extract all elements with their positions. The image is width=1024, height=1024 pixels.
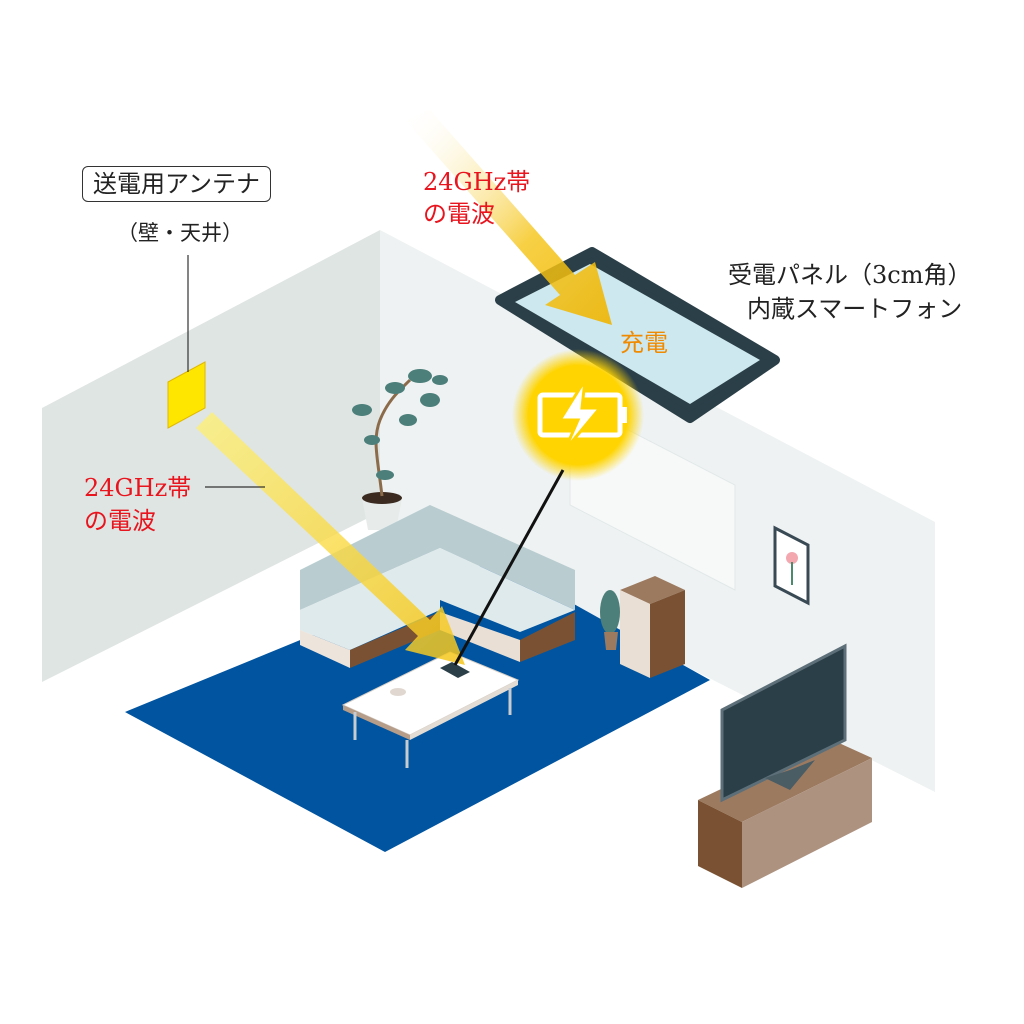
left-wall (42, 230, 380, 682)
wall-picture (773, 525, 810, 606)
transmitter-antenna (167, 361, 206, 429)
charging-pointer-line (453, 469, 565, 666)
dresser (600, 576, 685, 678)
charging-label: 充電 (620, 329, 668, 357)
small-phone-on-table (440, 662, 470, 678)
antenna-location-label: （壁・天井） (117, 221, 243, 245)
coffee-table (341, 651, 520, 768)
wave-top-line2: の電波 (423, 200, 495, 228)
potted-plant (352, 369, 448, 530)
receiver-label-line2: 内蔵スマートフォン (747, 295, 963, 323)
wave-left-line2: の電波 (84, 507, 156, 535)
wave-beam-left (196, 412, 465, 665)
wave-left-line1: 24GHz帯 (84, 474, 192, 502)
wave-top-line1: 24GHz帯 (423, 168, 531, 196)
wave-beam-top (405, 110, 612, 325)
television (720, 643, 847, 803)
antenna-title-label: 送電用アンテナ (82, 166, 272, 202)
battery-charging-icon (537, 379, 627, 451)
receiver-label-line1: 受電パネル（3cm角） (728, 261, 972, 289)
